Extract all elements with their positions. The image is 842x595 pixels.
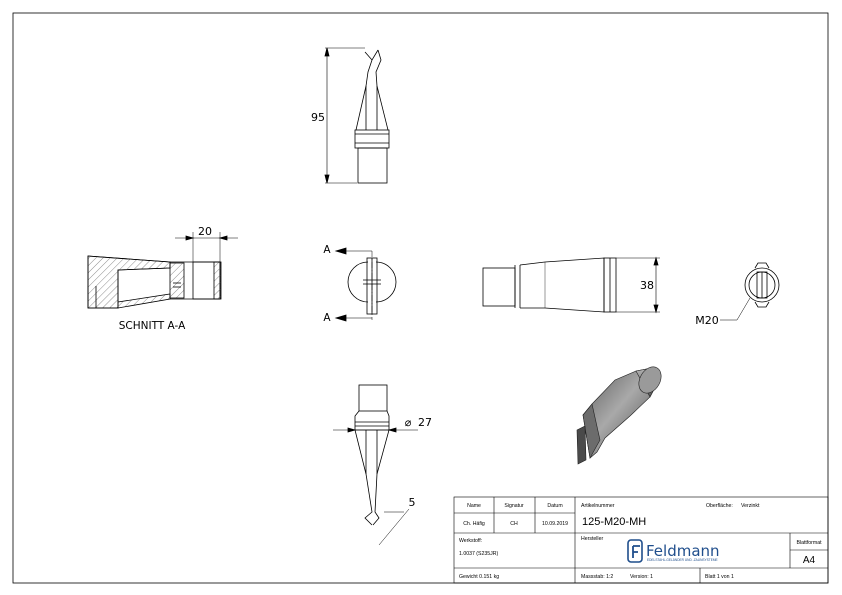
dimension-27: 27 bbox=[418, 416, 432, 429]
logo-name: Feldmann bbox=[646, 542, 720, 560]
date-value: 10.09.2019 bbox=[542, 521, 568, 527]
weight-value: Gewicht 0.151 kg bbox=[459, 574, 499, 580]
logo-tagline: EDELSTAHL-GELÄNDER UND -ZAUNSYSTEME bbox=[647, 558, 718, 562]
dimension-38: 38 bbox=[640, 279, 654, 292]
drawn-by: Ch. Häfig bbox=[463, 521, 485, 527]
thread-label: M20 bbox=[695, 314, 719, 327]
title-block-text: Name Signatur Datum Artikelnummer Oberfl… bbox=[459, 503, 822, 580]
scale-value: Massstab: 1:2 bbox=[581, 574, 613, 580]
section-marker-bottom: A bbox=[323, 312, 331, 324]
dimension-95: 95 bbox=[311, 111, 325, 124]
header-signature: Signatur bbox=[504, 503, 524, 509]
header-surface: Oberfläche: bbox=[706, 503, 733, 509]
end-view-center bbox=[334, 247, 397, 322]
section-label: SCHNITT A-A bbox=[119, 320, 186, 332]
title-block bbox=[453, 496, 829, 584]
version-value: Version: 1 bbox=[630, 574, 653, 580]
header-manufacturer: Hersteller bbox=[581, 536, 603, 542]
sheet-border bbox=[12, 12, 829, 584]
end-view-right bbox=[720, 262, 780, 321]
side-view bbox=[482, 256, 660, 314]
header-format: Blattformat bbox=[796, 540, 822, 546]
diameter-symbol: ⌀ bbox=[405, 416, 412, 429]
signature-value: CH bbox=[510, 521, 518, 527]
header-name: Name bbox=[467, 503, 481, 509]
surface-value: Verzinkt bbox=[741, 503, 760, 509]
isometric-view bbox=[576, 366, 662, 465]
dimension-20: 20 bbox=[198, 225, 212, 238]
section-view bbox=[87, 232, 238, 309]
material-value: 1.0037 (S235JR) bbox=[459, 551, 498, 557]
bottom-view bbox=[333, 384, 418, 546]
dimension-5: 5 bbox=[409, 496, 416, 509]
part-number-value: 125-M20-MH bbox=[582, 516, 646, 528]
header-material: Werkstoff: bbox=[459, 538, 482, 544]
section-marker-top: A bbox=[323, 244, 331, 256]
format-value: A4 bbox=[803, 555, 816, 566]
front-view-top bbox=[324, 47, 390, 184]
header-part-number: Artikelnummer bbox=[581, 503, 615, 509]
manufacturer-logo: Feldmann EDELSTAHL-GELÄNDER UND -ZAUNSYS… bbox=[627, 539, 720, 563]
header-date: Datum bbox=[547, 503, 562, 509]
sheet-value: Blatt 1 von 1 bbox=[705, 574, 734, 580]
